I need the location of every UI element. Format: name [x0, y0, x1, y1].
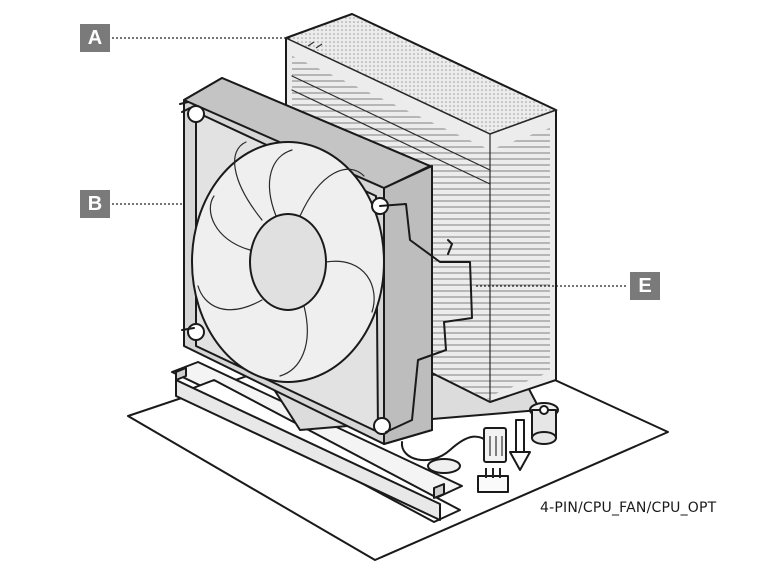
leader-lines — [112, 37, 628, 287]
fan-blades — [197, 141, 375, 377]
down-arrow-icon — [509, 419, 531, 471]
fan-clips-and-cable — [179, 101, 487, 461]
callout-a: A — [80, 24, 110, 52]
fan — [183, 77, 433, 445]
memory-slots — [171, 361, 463, 523]
fan-connector — [477, 427, 509, 493]
connector-label: 4-PIN/CPU_FAN/CPU_OPT — [540, 500, 717, 516]
callout-b: B — [80, 190, 110, 218]
callout-e: E — [630, 272, 660, 300]
